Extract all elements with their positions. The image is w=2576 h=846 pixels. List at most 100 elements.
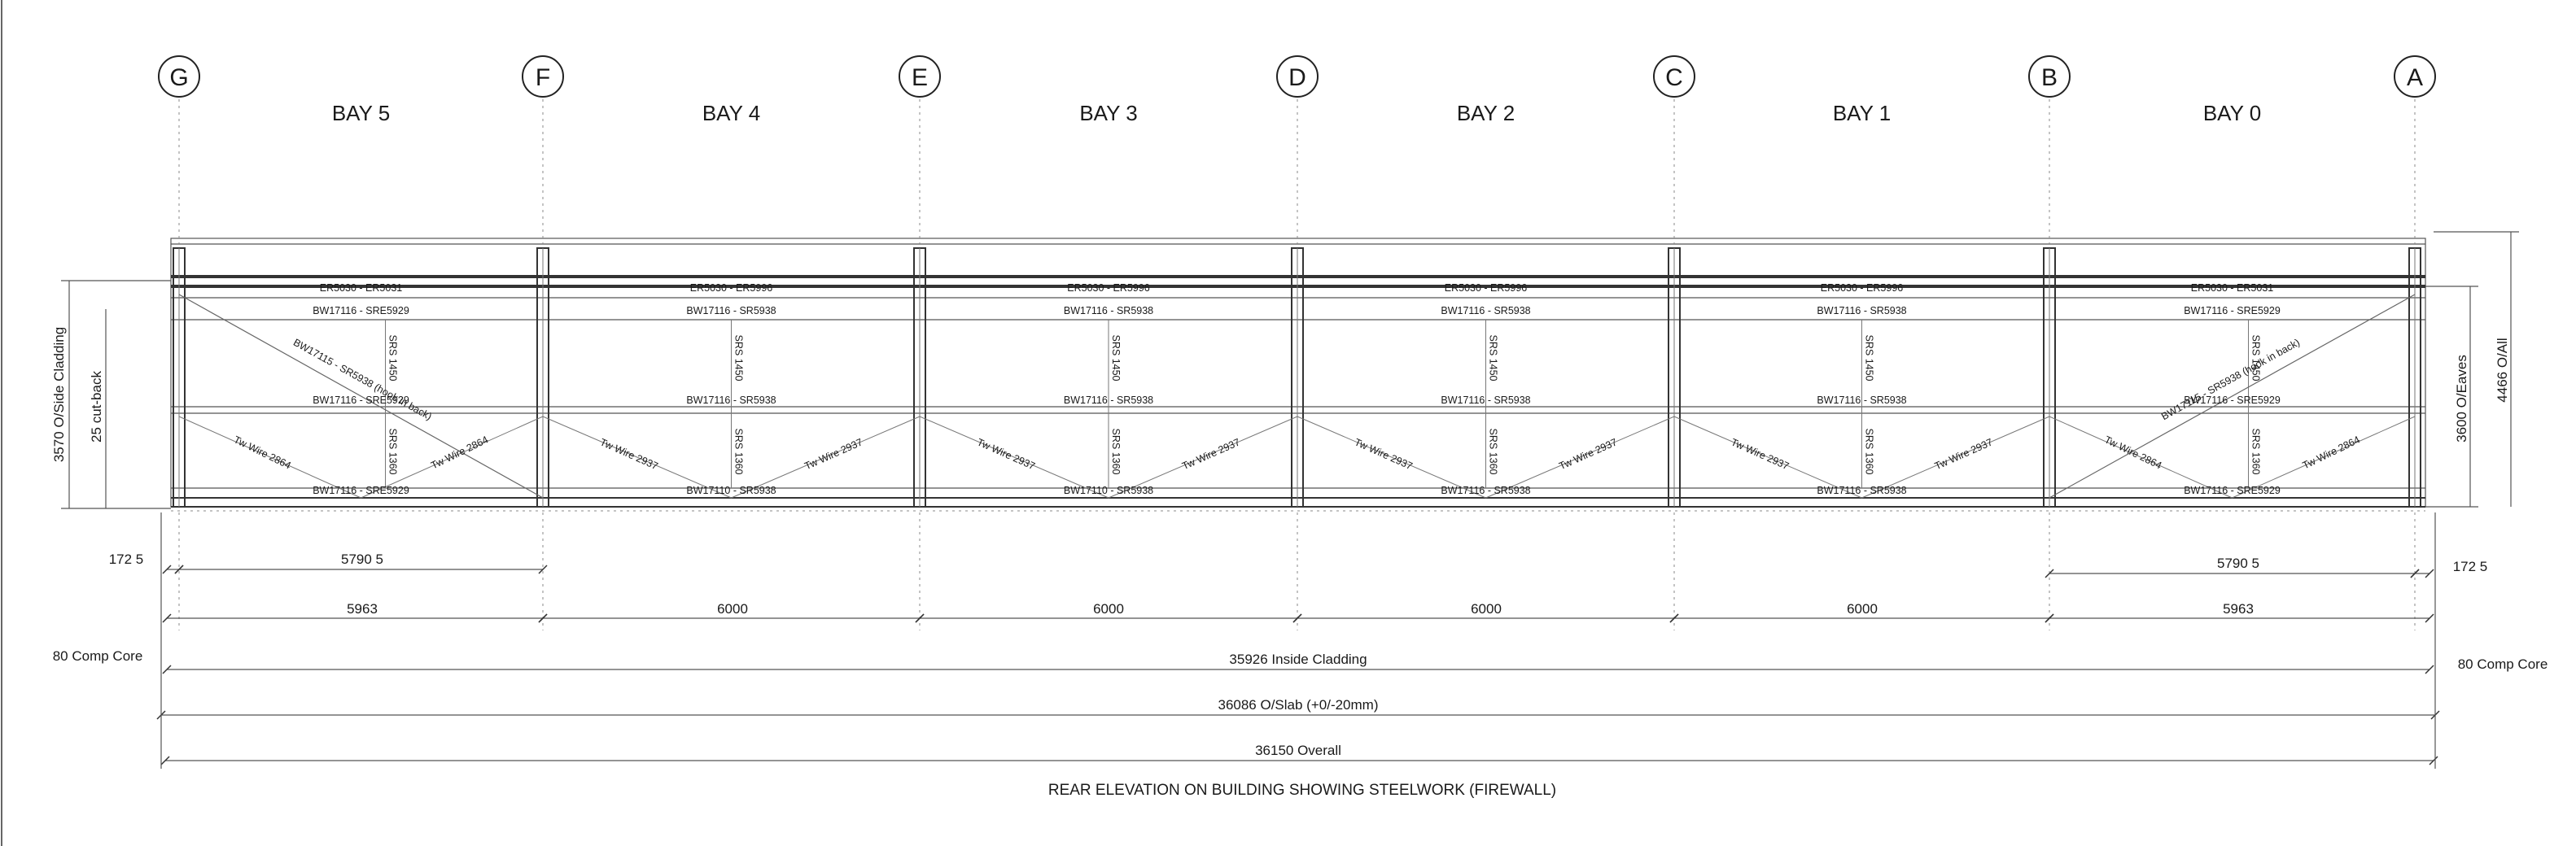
grid-letter-f: F bbox=[536, 64, 550, 91]
sag-rod-lower-label-3: SRS 1360 bbox=[1488, 429, 1499, 475]
rail-bottom-1: BW17110 - SR5938 bbox=[686, 485, 776, 496]
tie-wire-right-2 bbox=[1108, 416, 1298, 499]
columns bbox=[173, 247, 2421, 508]
grid-circle-d bbox=[1276, 55, 1319, 98]
dim-bay-width-1: 6000 bbox=[717, 601, 748, 617]
rail-bottom-0: BW17116 - SRE5929 bbox=[313, 485, 409, 496]
tie-wire-right-4 bbox=[1861, 416, 2050, 499]
grid-letter-d: D bbox=[1288, 64, 1306, 91]
bay-label-0: BAY 5 bbox=[332, 101, 390, 125]
eaves-member-3: ER5030 - ER5996 bbox=[1445, 282, 1528, 294]
dim-line-inside-cladding-tick-a bbox=[162, 665, 172, 674]
sag-rod-lower-label-5: SRS 1360 bbox=[2250, 429, 2262, 475]
sag-rod-lower-label-4: SRS 1360 bbox=[1864, 429, 1875, 475]
dim-bay-width-5: 5963 bbox=[2223, 601, 2254, 617]
eaves-member-1: ER5030 - ER5996 bbox=[690, 282, 773, 294]
sag-rod-upper-label-4: SRS 1450 bbox=[1864, 335, 1875, 382]
dim-bay-width-3: 6000 bbox=[1471, 601, 1502, 617]
grid-circle-g bbox=[158, 55, 200, 98]
tie-wire-right-3 bbox=[1485, 416, 1675, 499]
bracing bbox=[178, 294, 2416, 499]
rail-bottom-3: BW17116 - SR5938 bbox=[1441, 485, 1530, 496]
end-bay-brace-label-0: BW17115 - SR5938 (hook in back) bbox=[291, 337, 434, 422]
left-dim-cladding: 3570 O/Side Cladding bbox=[51, 327, 67, 462]
tie-wire-label-right-4: Tw Wire 2937 bbox=[1933, 436, 1995, 472]
dim-line-inside-cladding-tick-b bbox=[2425, 665, 2434, 674]
grid-letter-b: B bbox=[2041, 64, 2058, 91]
bay-label-1: BAY 4 bbox=[702, 101, 760, 125]
dim-line-offset-right-tick-a bbox=[2410, 569, 2420, 578]
tie-wire-right-1 bbox=[731, 416, 921, 499]
rail-middle-4: BW17116 - SR5938 bbox=[1817, 395, 1906, 406]
tie-wire-left-2 bbox=[919, 416, 1109, 499]
dim-comp-core-right: 80 Comp Core bbox=[2458, 656, 2548, 672]
eaves-member-0: ER5030 - ER5031 bbox=[320, 282, 403, 294]
dim-offset-left: 172 5 bbox=[109, 552, 144, 567]
rail-top-3: BW17116 - SR5938 bbox=[1441, 305, 1530, 316]
dim-end-span-right: 5790 5 bbox=[2217, 556, 2259, 571]
grid-letter-a: A bbox=[2407, 64, 2423, 91]
dim-inside-cladding: 35926 Inside Cladding bbox=[1229, 652, 1367, 667]
tie-wire-left-3 bbox=[1297, 416, 1486, 499]
bay-label-4: BAY 1 bbox=[1833, 101, 1891, 125]
tie-wire-label-right-2: Tw Wire 2937 bbox=[1180, 436, 1242, 472]
eaves-member-4: ER5030 - ER5996 bbox=[1821, 282, 1904, 294]
tie-wire-label-left-4: Tw Wire 2937 bbox=[1730, 436, 1791, 472]
grid-letter-e: E bbox=[912, 64, 928, 91]
left-vertical-dimensions: 3570 O/Side Cladding 25 cut-back bbox=[51, 280, 171, 509]
end-bay-brace-label-5: BW17115 - SR5938 (hook in back) bbox=[2159, 337, 2302, 422]
grid-circle-e bbox=[899, 55, 941, 98]
tie-wire-label-left-2: Tw Wire 2937 bbox=[975, 436, 1037, 472]
dim-line-bay-1-tick-a bbox=[538, 613, 548, 623]
rail-bottom-2: BW17110 - SR5938 bbox=[1064, 485, 1153, 496]
eaves-member-5: ER5030 - ER5031 bbox=[2191, 282, 2274, 294]
left-dim-cutback: 25 cut-back bbox=[89, 371, 104, 443]
end-bay-brace-0 bbox=[178, 294, 544, 499]
rail-bottom-5: BW17116 - SRE5929 bbox=[2184, 485, 2281, 496]
dim-line-end-span-right-tick-a bbox=[2045, 569, 2054, 578]
rail-middle-2: BW17116 - SR5938 bbox=[1064, 395, 1153, 406]
bay-label-3: BAY 2 bbox=[1457, 101, 1515, 125]
sag-rod-upper-label-3: SRS 1450 bbox=[1488, 335, 1499, 382]
dim-line-bay-5-tick-b bbox=[2425, 613, 2434, 623]
grid-circle-c bbox=[1653, 55, 1695, 98]
grid-circle-b bbox=[2028, 55, 2071, 98]
sag-rod-lower-label-2: SRS 1360 bbox=[1110, 429, 1122, 475]
dim-bay-width-2: 6000 bbox=[1093, 601, 1124, 617]
right-vertical-dimensions: 3600 O/Eaves 4466 O/All bbox=[2425, 231, 2519, 508]
sag-rod-upper-label-1: SRS 1450 bbox=[733, 335, 745, 382]
frame-outline bbox=[170, 238, 2426, 512]
rail-middle-1: BW17116 - SR5938 bbox=[686, 395, 776, 406]
dim-line-offset-left-tick-a bbox=[162, 565, 172, 574]
tie-wire-left-4 bbox=[1673, 416, 1862, 499]
right-dim-eaves: 3600 O/Eaves bbox=[2454, 355, 2469, 443]
sag-rod-lower-label-0: SRS 1360 bbox=[387, 429, 399, 475]
dim-line-bay-3-tick-a bbox=[1292, 613, 1302, 623]
rail-middle-5: BW17116 - SRE5929 bbox=[2184, 395, 2281, 406]
dim-line-end-span-left-tick-a bbox=[174, 565, 184, 574]
dim-overall: 36150 Overall bbox=[1255, 743, 1341, 758]
dim-line-bay-5-tick-a bbox=[2045, 613, 2054, 623]
sag-rod-upper-label-5: SRS 1450 bbox=[2250, 335, 2262, 382]
rail-top-2: BW17116 - SR5938 bbox=[1064, 305, 1153, 316]
tie-wire-left-1 bbox=[542, 416, 732, 499]
tie-wire-left-0 bbox=[178, 416, 361, 499]
tie-wire-label-right-1: Tw Wire 2937 bbox=[803, 436, 864, 472]
dim-line-offset-right-tick-b bbox=[2425, 569, 2434, 578]
bay-label-5: BAY 0 bbox=[2203, 101, 2261, 125]
end-bay-brace-5 bbox=[2049, 294, 2416, 499]
dim-line-bay-4-tick-a bbox=[1669, 613, 1679, 623]
dim-end-span-left: 5790 5 bbox=[341, 552, 383, 567]
dim-comp-core-left: 80 Comp Core bbox=[53, 648, 143, 664]
rail-top-4: BW17116 - SR5938 bbox=[1817, 305, 1906, 316]
grid-letter-c: C bbox=[1665, 64, 1683, 91]
rail-middle-3: BW17116 - SR5938 bbox=[1441, 395, 1530, 406]
dim-bay-width-4: 6000 bbox=[1847, 601, 1878, 617]
dim-line-overall-tick-b bbox=[2429, 756, 2438, 765]
sag-rod-upper-label-2: SRS 1450 bbox=[1110, 335, 1122, 382]
dim-line-overall-tick-a bbox=[160, 756, 170, 765]
